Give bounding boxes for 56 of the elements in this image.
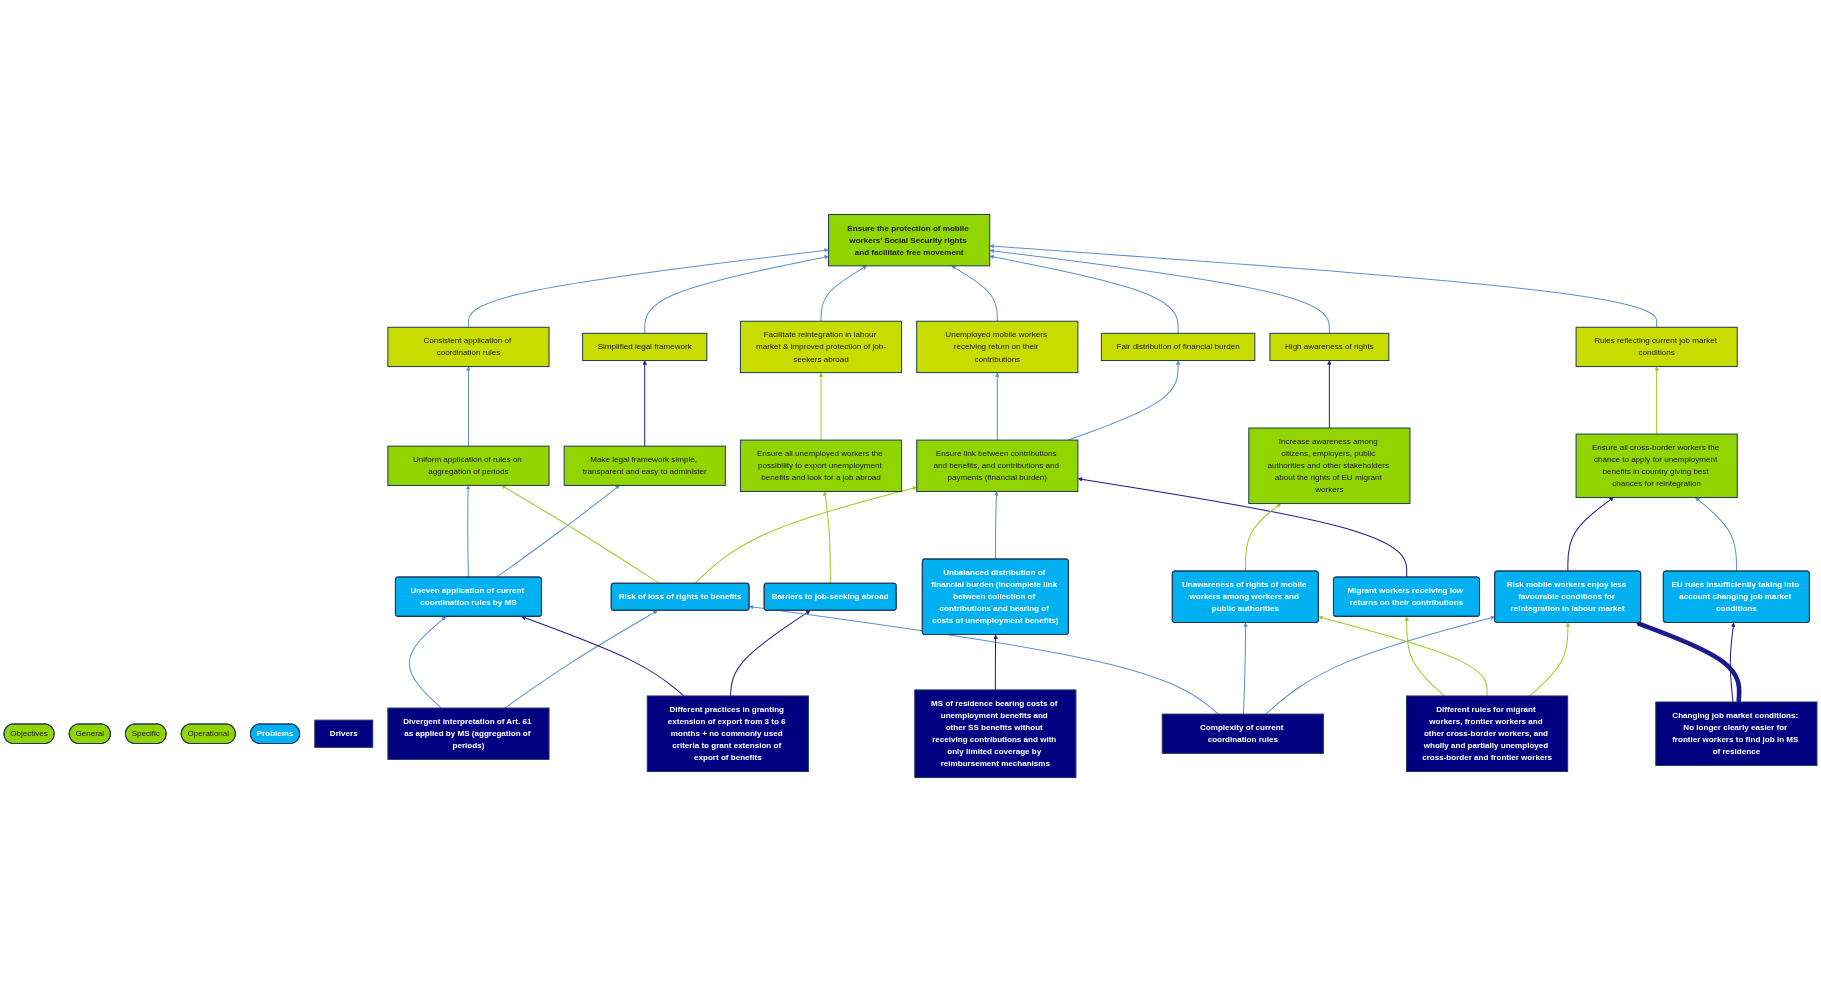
arrow [1243, 622, 1248, 715]
arrow [989, 243, 1658, 328]
arrow [1404, 616, 1445, 697]
arrow [504, 610, 658, 709]
node-box: Changing job market conditions: No longer clearly easier for frontier workers to find job in MS of residence [1655, 701, 1818, 766]
node-box: Different rules for migrant workers, frontier workers and other cross-border workers, and wholly and partially unemployed cross-border and frontier workers [1406, 695, 1569, 772]
arrow [501, 485, 660, 584]
arrow [951, 265, 998, 322]
node-box: Unemployed mobile workers receiving return on their contributions [916, 320, 1079, 374]
node-box: Divergent interpretation of Art. 61 as applied by MS (aggregation of periods) [387, 707, 550, 760]
arrow [818, 372, 824, 441]
node-box: Fair distribution of financial burden [1100, 332, 1256, 362]
arrow [521, 615, 685, 697]
arrow [820, 265, 867, 322]
arrow [495, 485, 620, 578]
node-box: Increase awareness among citizens, employers, public authorities and other stakeholders about the rights of EU migrant workers [1248, 427, 1411, 505]
node-box: Ensure all cross-border workers the chance to apply for unemployment benefits in country giving best chances for reintegration [1575, 433, 1738, 498]
arrow [642, 360, 647, 447]
node-box: Facilitate reintegration in labour market & improved protection of job-seekers abroad [739, 320, 903, 374]
node-box: Drivers [314, 719, 374, 748]
arrow [989, 248, 1330, 334]
arrow [993, 634, 998, 691]
arrow [1654, 366, 1659, 435]
arrow [467, 248, 829, 328]
node-box: Complexity of current coordination rules [1161, 713, 1324, 754]
node-box: Different practices in granting extension of export from 3 to 6 months + no commonly used criteria to grant extension of export of benefits [646, 695, 809, 772]
node-box: MS of residence bearing costs of unemployment benefits and other SS benefits without receiving contributions and with only limited coverage by reimbursement mechanisms [914, 689, 1077, 779]
arrow [1635, 621, 1742, 703]
arrow [466, 366, 471, 447]
arrow [465, 485, 471, 578]
node-box: Simplified legal framework [582, 332, 708, 362]
node-box: Ensure all unemployed workers the possibility to export unemployment benefits and look for a job abroad [739, 439, 903, 492]
node-box: Make legal framework simple, transparent and easy to administer [563, 445, 726, 486]
arrow [644, 255, 829, 334]
arrow [1327, 360, 1332, 429]
arrow [994, 491, 999, 560]
node-box: Ensure link between contributions and benefits, and contributions and payments (financial burden) [916, 439, 1079, 492]
arrow [694, 486, 917, 584]
arrow [1245, 503, 1282, 572]
arrow [1077, 477, 1408, 578]
node-box: Ensure the protection of mobile workers’ Social Security rights and facilitate free movement [828, 213, 991, 267]
arrow [408, 616, 447, 709]
arrow [822, 491, 831, 584]
node-box: High awareness of rights [1269, 332, 1390, 362]
arrow [1529, 622, 1571, 697]
arrow [730, 610, 811, 697]
arrow [749, 604, 1220, 715]
arrow [989, 254, 1179, 334]
node-box: Rules reflecting current job market conditions [1575, 326, 1738, 368]
arrow [995, 372, 1000, 441]
arrow [1729, 622, 1736, 703]
arrow [1567, 497, 1614, 572]
node-box: Uniform application of rules on aggregation of periods [387, 445, 550, 486]
node-box: Consistent application of coordination rules [387, 326, 550, 368]
arrow [1318, 615, 1488, 697]
arrow [1695, 497, 1738, 572]
